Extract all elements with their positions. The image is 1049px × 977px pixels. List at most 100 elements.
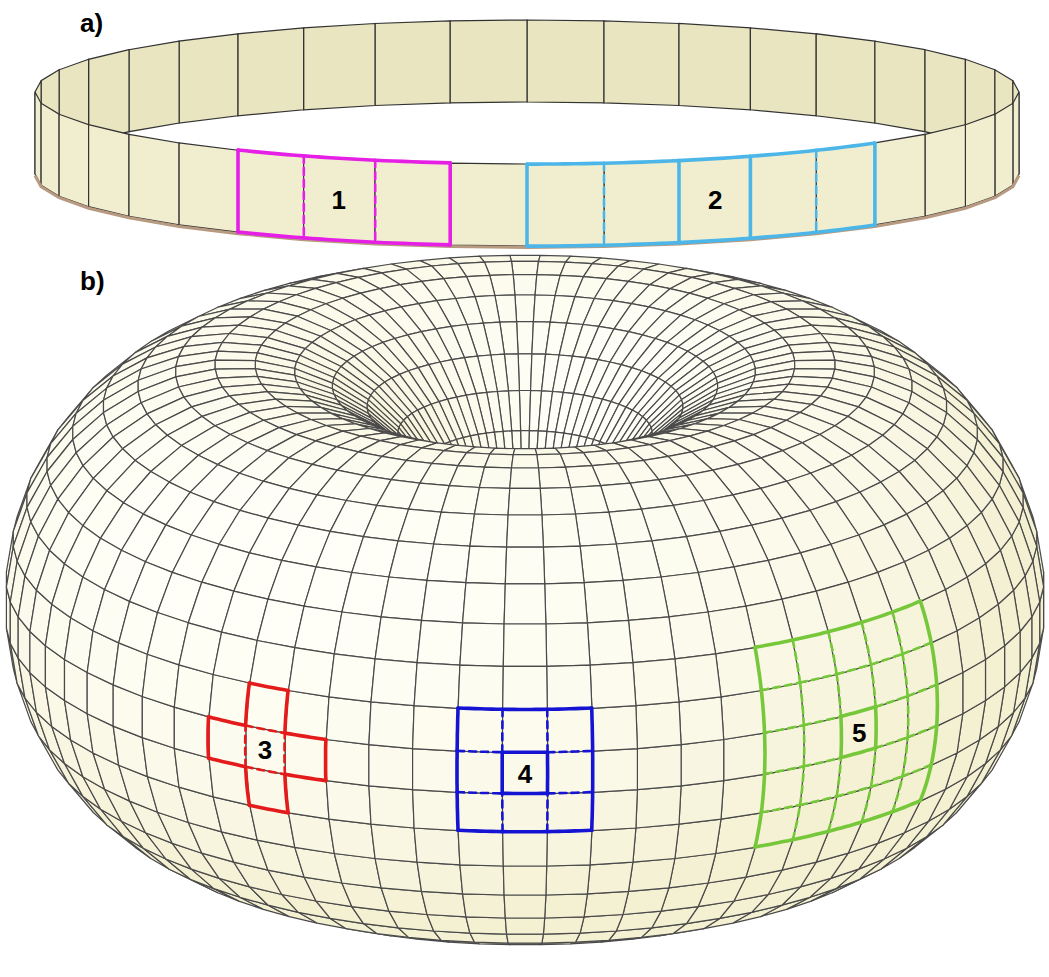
region-border	[285, 691, 288, 734]
region-border	[841, 707, 876, 717]
region-divider	[603, 163, 606, 245]
torus-cell	[441, 486, 479, 514]
torus-cell	[633, 659, 679, 706]
torus-cell	[547, 831, 592, 866]
region-border	[250, 805, 289, 812]
region-divider	[800, 683, 804, 726]
ring-panel	[59, 114, 89, 207]
torus-cell	[434, 512, 475, 546]
region-divider	[246, 726, 285, 734]
torus-cell	[470, 514, 508, 547]
callout-number: 4	[518, 761, 532, 787]
region-divider	[908, 685, 937, 697]
torus-cell	[871, 654, 908, 707]
torus-cell	[329, 654, 375, 702]
torus-cell	[679, 781, 724, 825]
torus-cell	[669, 612, 716, 659]
segment-group-outline: 2	[523, 139, 879, 250]
region-border	[324, 740, 328, 781]
region-border	[547, 708, 592, 709]
region-border	[236, 150, 240, 232]
torus-cell	[460, 623, 504, 667]
region-border	[285, 733, 326, 739]
region-border	[455, 751, 459, 792]
region-border	[285, 774, 288, 812]
ring-panel	[816, 143, 875, 232]
torus-cell	[285, 733, 326, 781]
region-divider	[546, 710, 549, 753]
torus-cell	[539, 467, 571, 488]
region-divider	[765, 767, 804, 775]
torus-cell	[457, 792, 503, 832]
region-border	[679, 156, 750, 160]
torus-cell	[765, 726, 804, 775]
region-divider	[903, 654, 908, 696]
torus-cell	[633, 824, 679, 862]
torus-cell	[215, 360, 255, 369]
torus-cell	[389, 541, 434, 581]
torus-cell	[503, 666, 548, 709]
region-border	[604, 161, 679, 164]
torus-cell	[215, 351, 257, 361]
torus-cell	[413, 790, 459, 831]
ring-panel	[179, 143, 238, 232]
region-divider	[302, 156, 305, 238]
region-border	[750, 232, 816, 238]
region-border	[931, 726, 937, 765]
torus-cell	[629, 859, 675, 892]
torus-cell	[721, 774, 765, 819]
torus-cell	[804, 717, 841, 767]
region-border	[828, 823, 861, 832]
region-divider	[828, 632, 836, 674]
region-border	[892, 801, 920, 812]
torus-cell	[547, 708, 593, 752]
region-divider	[903, 643, 932, 654]
torus-cell	[545, 583, 588, 624]
torus-cell	[592, 706, 638, 752]
region-border	[304, 238, 375, 242]
ring-panel	[450, 163, 527, 246]
region-divider	[457, 751, 502, 752]
torus-cell	[724, 733, 765, 781]
torus-cell	[503, 866, 546, 895]
torus-cell	[457, 751, 502, 794]
region-divider	[871, 777, 903, 788]
ring-panel	[129, 134, 179, 225]
region-divider	[244, 726, 247, 767]
region-divider	[906, 696, 909, 737]
region-border	[458, 708, 503, 709]
torus-cell	[547, 792, 593, 832]
region-border	[502, 751, 547, 755]
torus-cell	[828, 623, 871, 675]
callout-number: 3	[258, 737, 272, 763]
ring-panel	[179, 34, 238, 123]
torus-cell	[250, 641, 295, 691]
region-border	[238, 150, 304, 156]
region-border	[862, 613, 893, 623]
torus-cell	[463, 894, 506, 918]
ring-panel	[816, 34, 875, 123]
region-border	[501, 753, 505, 794]
region-divider	[837, 787, 871, 797]
region-border	[679, 238, 750, 242]
cross-cell-group: 3	[204, 679, 330, 817]
region-divider	[903, 765, 932, 776]
torus-cell	[458, 831, 503, 866]
region-divider	[501, 710, 504, 753]
torus-cell	[246, 726, 285, 775]
torus-cell	[414, 828, 460, 865]
region-divider	[876, 738, 908, 749]
region-border	[590, 792, 594, 830]
torus-cell	[546, 865, 590, 895]
region-border	[874, 707, 878, 748]
region-border	[448, 163, 452, 245]
region-border	[816, 143, 875, 150]
torus-cell	[762, 683, 804, 733]
region-border	[209, 717, 246, 726]
region-border	[546, 753, 550, 794]
region-divider	[892, 777, 902, 813]
torus-cell	[580, 915, 623, 934]
torus-cell	[505, 918, 544, 934]
torus-cell	[518, 354, 532, 391]
region-divider	[871, 665, 876, 707]
